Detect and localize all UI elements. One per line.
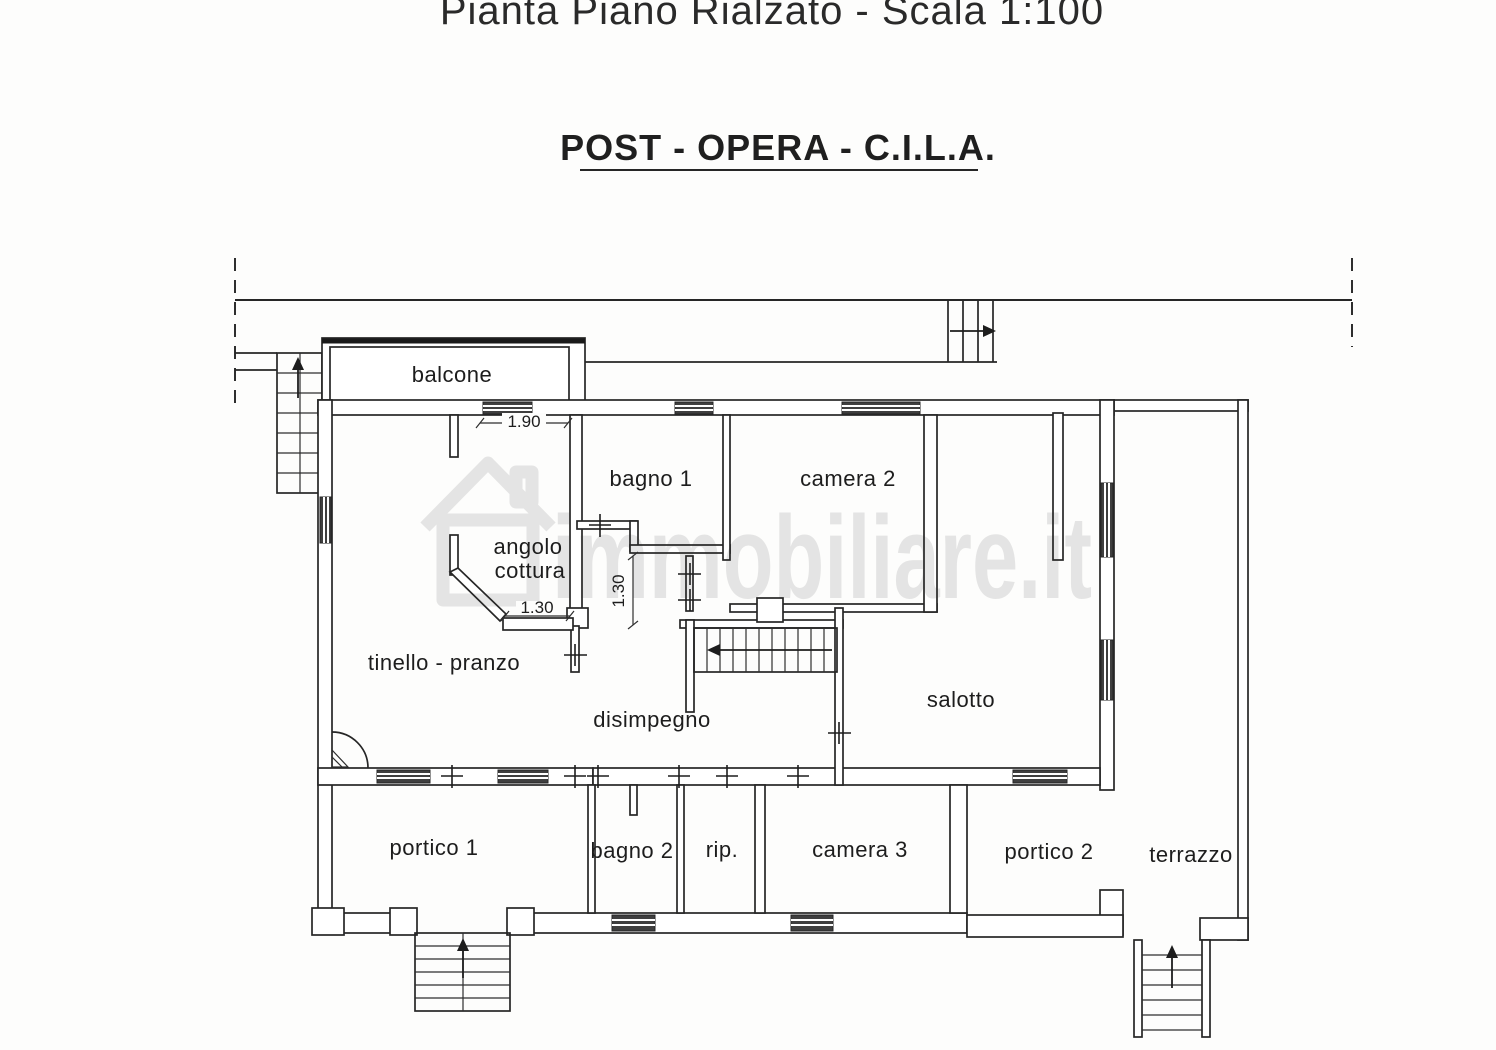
door-marker: [716, 765, 738, 788]
room-label-terrazzo: terrazzo: [1149, 842, 1232, 867]
window-symbol: [790, 914, 834, 932]
room-label-camera2: camera 2: [800, 466, 896, 491]
door-marker: [589, 514, 611, 537]
room-label-angolo-cottura-2: cottura: [495, 558, 566, 583]
room-label-camera3: camera 3: [812, 837, 908, 862]
page-title-clipped: Pianta Piano Rialzato - Scala 1:100: [440, 0, 1104, 33]
window-symbol: [1100, 482, 1114, 558]
door-marker: [787, 765, 809, 788]
window-symbol: [1012, 769, 1068, 784]
room-label-disimpegno: disimpegno: [593, 707, 711, 732]
staircase-internal: [693, 627, 838, 673]
room-label-angolo-cottura-1: angolo: [493, 534, 562, 559]
door-marker: [668, 765, 690, 788]
staircase-top: [947, 300, 996, 362]
window-symbol: [376, 769, 431, 784]
room-label-tinello-pranzo: tinello - pranzo: [368, 650, 520, 675]
room-label-portico1: portico 1: [390, 835, 479, 860]
room-label-salotto: salotto: [927, 687, 995, 712]
door-marker: [678, 589, 701, 611]
house-icon: [420, 456, 556, 607]
watermark-text: immobiliare.it: [552, 492, 1092, 624]
door-marker: [564, 765, 586, 788]
dimension-130-horizontal: 1.30: [500, 598, 575, 622]
up-arrow-icon: [457, 938, 469, 978]
room-labels: balcone bagno 1 camera 2 angolo cottura …: [368, 362, 1232, 867]
staircase-portico1: [414, 932, 511, 1012]
window-symbol: [1100, 639, 1114, 701]
right-arrow-icon: [950, 325, 996, 337]
window-symbol: [841, 401, 921, 415]
site-boundary: [234, 258, 1353, 403]
up-arrow-icon: [292, 357, 304, 398]
page-subtitle: POST - OPERA - C.I.L.A.: [560, 127, 996, 168]
staircase-terrace: [1133, 939, 1211, 1038]
door-marker: [564, 644, 587, 666]
dimension-190: 1.90: [475, 412, 573, 431]
window-symbols: [319, 401, 1114, 932]
door-marker: [828, 722, 851, 744]
window-symbol: [674, 401, 714, 415]
watermark: immobiliare.it: [420, 456, 1092, 624]
window-symbol: [497, 769, 549, 784]
room-label-bagno2: bagno 2: [590, 838, 673, 863]
room-label-ripostiglio: rip.: [706, 837, 739, 862]
staircase-left: [235, 352, 323, 494]
room-label-portico2: portico 2: [1005, 839, 1094, 864]
up-arrow-icon: [1166, 945, 1178, 988]
dimension-label: 1.30: [609, 574, 628, 607]
room-label-bagno1: bagno 1: [609, 466, 692, 491]
balcony: [321, 337, 586, 403]
door-swing-arc: [331, 731, 369, 769]
door-markers: [441, 514, 851, 788]
door-marker: [678, 563, 701, 585]
window-symbol: [611, 914, 656, 932]
room-label-balcone: balcone: [412, 362, 493, 387]
door-marker: [587, 765, 609, 788]
dimension-label: 1.90: [507, 412, 540, 431]
left-arrow-icon: [707, 644, 832, 656]
door-marker: [441, 765, 463, 788]
window-symbol: [319, 496, 332, 544]
dimension-label: 1.30: [520, 598, 553, 617]
window-symbol: [482, 401, 533, 415]
dimension-130-vertical: 1.30: [609, 551, 639, 630]
